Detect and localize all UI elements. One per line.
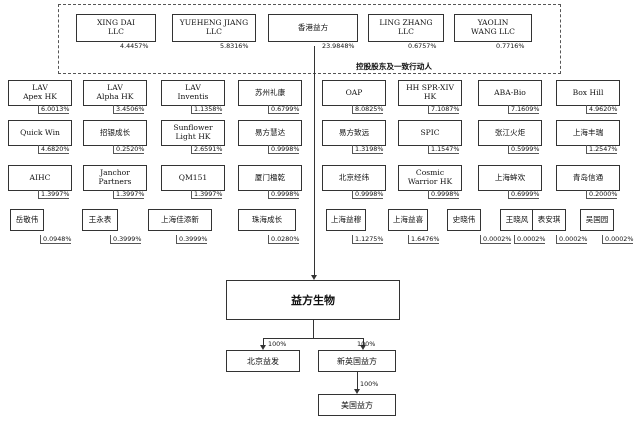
holder-r1-7-pct: 1.2547% — [586, 145, 618, 154]
holder-r0-7-box: Box Hill — [556, 80, 620, 106]
holder-r1-4-box: 易方致远 — [322, 120, 386, 146]
holder-r0-2-pct: 1.1358% — [191, 105, 223, 114]
us-connector-arrow — [354, 389, 360, 394]
holder-r2-2-box: QM151 — [161, 165, 225, 191]
bottom-holder-8-box: 表安琪 — [532, 209, 566, 231]
us-connector-line — [357, 372, 358, 389]
subsidiary-us-box: 美国益方 — [318, 394, 396, 416]
bottom-holder-1-pct: 0.3999% — [110, 235, 142, 244]
us-pct: 100% — [360, 380, 379, 388]
top-holder-3-box: LING ZHANG LLC — [368, 14, 444, 42]
holder-r1-5-box: SPIC — [398, 120, 462, 146]
bottom-holder-6-box: 史晓伟 — [447, 209, 481, 231]
top-holder-3-pct: 0.6757% — [408, 42, 437, 50]
sub-pct-right: 100% — [357, 340, 376, 348]
holder-r1-4-pct: 1.3198% — [352, 145, 384, 154]
holder-r0-5-pct: 7.1087% — [428, 105, 460, 114]
controlling-shareholders-group — [58, 4, 561, 74]
sub-connector-left — [263, 338, 264, 345]
holder-r0-0-box: LAV Apex HK — [8, 80, 72, 106]
holder-r1-2-box: Sunflower Light HK — [161, 120, 225, 146]
holder-r1-2-pct: 2.6591% — [191, 145, 223, 154]
top-holder-0-pct: 4.4457% — [120, 42, 149, 50]
bottom-holder-2-box: 上海佳添新 — [148, 209, 212, 231]
holder-r2-7-pct: 0.2000% — [586, 190, 618, 199]
sub-pct-left: 100% — [268, 340, 287, 348]
sub-arrow-left — [260, 345, 266, 350]
holder-r2-5-pct: 0.9998% — [428, 190, 460, 199]
holder-r2-3-pct: 0.9998% — [268, 190, 300, 199]
holder-r2-1-pct: 1.3997% — [113, 190, 145, 199]
bottom-holder-2-pct: 0.3999% — [176, 235, 208, 244]
holder-r0-7-pct: 4.9620% — [586, 105, 618, 114]
top-holder-2-pct: 23.9848% — [322, 42, 355, 50]
holder-r2-4-pct: 0.9998% — [352, 190, 384, 199]
bottom-holder-9-pct: 0.0002% — [602, 235, 634, 244]
holder-r2-4-box: 北京经纬 — [322, 165, 386, 191]
holder-r0-3-pct: 0.6799% — [268, 105, 300, 114]
bottom-holder-5-box: 上海益喜 — [388, 209, 428, 231]
top-holder-1-pct: 5.8316% — [220, 42, 249, 50]
holder-r0-4-pct: 8.0825% — [352, 105, 384, 114]
subsidiary-beijing-box: 北京益发 — [226, 350, 300, 372]
holder-r2-7-box: 青岛信通 — [556, 165, 620, 191]
holder-r2-6-pct: 0.6999% — [508, 190, 540, 199]
main-entity-box: 益方生物 — [226, 280, 400, 320]
main-connector-arrow — [311, 275, 317, 280]
holder-r0-3-box: 苏州礼康 — [238, 80, 302, 106]
sub-connector-bar — [263, 338, 364, 339]
holder-r2-2-pct: 1.3997% — [191, 190, 223, 199]
sub-arrow-right — [360, 345, 366, 350]
holder-r1-6-pct: 0.5999% — [508, 145, 540, 154]
sub-connector-right — [363, 338, 364, 345]
holder-r1-3-box: 易方慧达 — [238, 120, 302, 146]
holder-r0-2-box: LAV Inventis — [161, 80, 225, 106]
holder-r0-6-pct: 7.1609% — [508, 105, 540, 114]
top-holder-2-box: 香港益方 — [268, 14, 358, 42]
bottom-holder-6-pct: 0.0002% — [480, 235, 512, 244]
holder-r1-0-pct: 4.6820% — [38, 145, 70, 154]
bottom-holder-5-pct: 1.6476% — [408, 235, 440, 244]
bottom-holder-4-pct: 1.1275% — [352, 235, 384, 244]
subsidiary-newengland-box: 新英国益方 — [318, 350, 396, 372]
holder-r1-1-pct: 0.2520% — [113, 145, 145, 154]
holder-r1-5-pct: 1.1547% — [428, 145, 460, 154]
holder-r1-7-box: 上海丰瑞 — [556, 120, 620, 146]
holder-r1-1-box: 招银成长 — [83, 120, 147, 146]
top-holder-0-box: XING DAI LLC — [76, 14, 156, 42]
holder-r0-5-box: HH SPR-XIV HK — [398, 80, 462, 106]
holder-r0-1-pct: 3.4506% — [113, 105, 145, 114]
group-label: 控股股东及一致行动人 — [356, 62, 432, 71]
main-connector-line — [314, 46, 315, 275]
bottom-holder-1-box: 王永表 — [82, 209, 118, 231]
bottom-holder-8-pct: 0.0002% — [556, 235, 588, 244]
bottom-holder-7-box: 王晓风 — [500, 209, 534, 231]
holder-r2-0-pct: 1.3997% — [38, 190, 70, 199]
bottom-holder-3-box: 珠海成长 — [238, 209, 296, 231]
holder-r0-1-box: LAV Alpha HK — [83, 80, 147, 106]
holder-r2-3-box: 厦门楹乾 — [238, 165, 302, 191]
bottom-holder-3-pct: 0.0280% — [268, 235, 300, 244]
holder-r2-0-box: AIHC — [8, 165, 72, 191]
holder-r2-6-box: 上海蛑欢 — [478, 165, 542, 191]
holder-r0-6-box: ABA-Bio — [478, 80, 542, 106]
top-holder-4-pct: 0.7716% — [496, 42, 525, 50]
bottom-holder-7-pct: 0.0002% — [514, 235, 546, 244]
holder-r0-0-pct: 6.0013% — [38, 105, 70, 114]
bottom-holder-4-box: 上海益穆 — [326, 209, 366, 231]
bottom-holder-0-box: 岳敬伟 — [10, 209, 44, 231]
bottom-holder-9-box: 吴国园 — [580, 209, 614, 231]
holder-r1-3-pct: 0.9998% — [268, 145, 300, 154]
top-holder-4-box: YAOLIN WANG LLC — [454, 14, 532, 42]
top-holder-1-box: YUEHENG JIANG LLC — [172, 14, 256, 42]
holder-r1-6-box: 张江火炬 — [478, 120, 542, 146]
sub-connector-stem — [313, 320, 314, 338]
bottom-holder-0-pct: 0.0948% — [40, 235, 72, 244]
holder-r1-0-box: Quick Win — [8, 120, 72, 146]
holder-r2-1-box: Janchor Partners — [83, 165, 147, 191]
holder-r0-4-box: OAP — [322, 80, 386, 106]
holder-r2-5-box: Cosmic Warrior HK — [398, 165, 462, 191]
